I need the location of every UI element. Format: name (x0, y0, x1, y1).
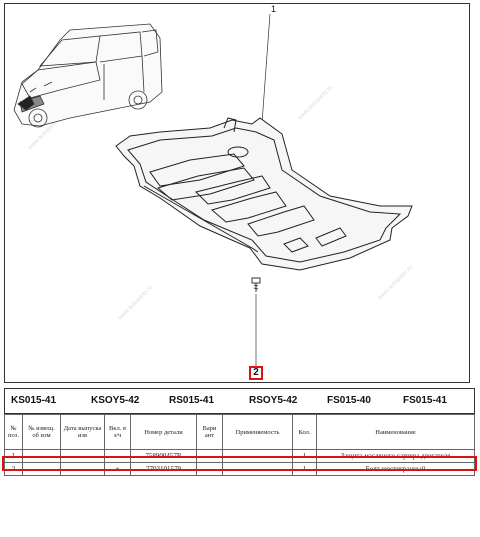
hex-bolt (251, 277, 261, 292)
model-code: FS015-41 (403, 395, 447, 406)
cell-variant (196, 449, 223, 463)
model-codes-bar: KS015-41 KSOY5-42 RS015-41 RSOY5-42 FS01… (4, 388, 475, 414)
cell-part-number: 758900457R (130, 449, 197, 463)
model-code: RS015-41 (169, 395, 215, 406)
header-spare-part: Вкл. в з/ч (104, 414, 131, 450)
header-name: Наименование (316, 414, 475, 450)
header-applicability: Применяемость (222, 414, 293, 450)
table-row[interactable]: 1 – 758900457R 1 Защита масляного картер… (4, 449, 475, 463)
svg-text:www.autoparts.ru: www.autoparts.ru (296, 84, 334, 122)
header-position: № поз. (4, 414, 23, 450)
callout-number-1: 1 (271, 4, 277, 14)
cell-name: Защита масляного картера двигателя (316, 449, 475, 463)
car-illustration (13, 23, 163, 128)
cell-name: Болт шестигранный (316, 462, 475, 476)
cell-part-number: 7703101579 (130, 462, 197, 476)
header-variant: Вари ант (196, 414, 223, 450)
cell-applicability (222, 462, 293, 476)
cell-spare-part: – (104, 449, 131, 463)
model-code: RSOY5-42 (249, 395, 298, 406)
header-notice-number: № извещ. об изм (22, 414, 61, 450)
cell-notice-date (60, 462, 105, 476)
parts-table: № поз. № извещ. об изм Дата выпуска изв … (4, 414, 475, 476)
leader-line-1 (261, 13, 271, 124)
cell-notice-number (22, 449, 61, 463)
svg-text:www.autoparts.ru: www.autoparts.ru (376, 264, 414, 302)
model-code: FS015-40 (327, 395, 371, 406)
callout-number-2[interactable]: 2 (249, 366, 263, 380)
header-notice-date: Дата выпуска изв (60, 414, 105, 450)
table-header-row: № поз. № извещ. об изм Дата выпуска изв … (4, 414, 475, 450)
cell-quantity: 1 (292, 449, 317, 463)
svg-text:www.autoparts.ru: www.autoparts.ru (116, 284, 154, 322)
header-part-number: Номер детали (130, 414, 197, 450)
header-quantity: Кол. (292, 414, 317, 450)
model-code: KS015-41 (11, 395, 57, 406)
model-code: KSOY5-42 (91, 395, 140, 406)
cell-position: 2 (4, 462, 23, 476)
cell-quantity: 1 (292, 462, 317, 476)
cell-spare-part: + (104, 462, 131, 476)
cell-notice-date (60, 449, 105, 463)
engine-skid-plate (115, 117, 413, 271)
cell-variant (196, 462, 223, 476)
cell-position: 1 (4, 449, 23, 463)
cell-applicability (222, 449, 293, 463)
exploded-view-drawing: www.autoparts.ru www.autoparts.ru www.au… (13, 13, 414, 366)
table-row[interactable]: 2 + 7703101579 1 Болт шестигранный (4, 462, 475, 476)
cell-notice-number (22, 462, 61, 476)
